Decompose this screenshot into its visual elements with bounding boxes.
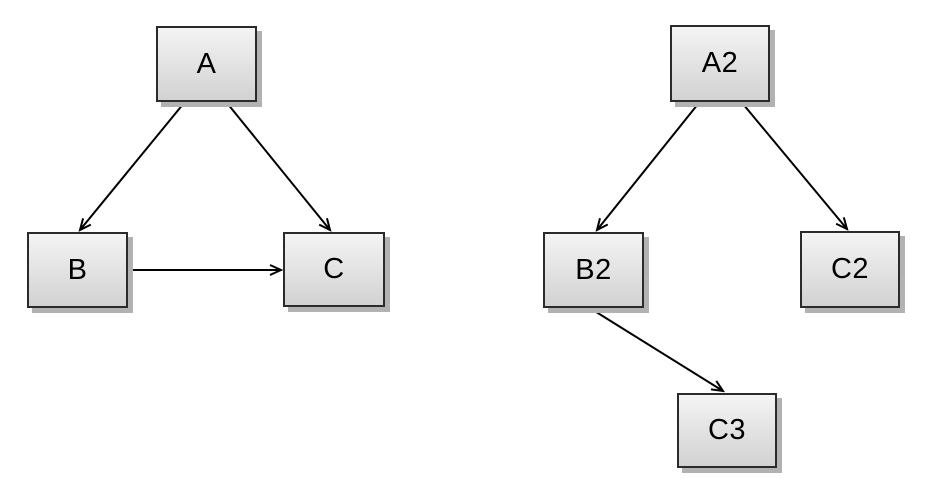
edge-A-C <box>226 102 332 232</box>
edge-B2-C3 <box>592 309 726 393</box>
edge-A2-C2 <box>742 103 849 231</box>
edge-A-B <box>78 102 185 232</box>
edge-A2-B2 <box>595 103 699 232</box>
